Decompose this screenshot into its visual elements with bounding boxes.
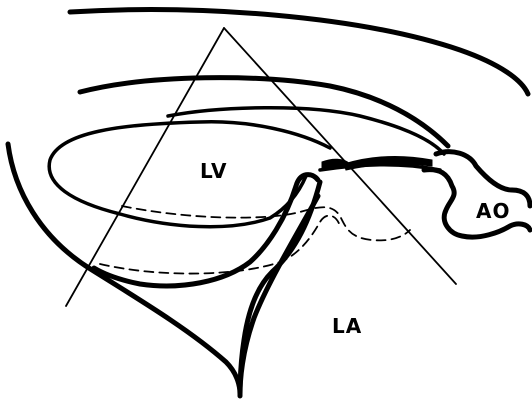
chest-wall-line — [67, 7, 531, 97]
right-ventricle-wall — [77, 75, 451, 149]
left-ventricle-outline — [47, 120, 332, 229]
posterior-mitral-leaflet — [91, 172, 321, 289]
left-atrium-outline — [5, 141, 321, 397]
aortic-valve-cusp — [343, 156, 433, 171]
septum-upper-border — [166, 106, 446, 156]
ultrasound-sector-left-edge — [65, 27, 225, 307]
posterior-wall-dashed-upper — [121, 205, 411, 242]
label-left-atrium: LA — [332, 314, 362, 338]
label-left-ventricle: LV — [200, 159, 227, 183]
ultrasound-sector-right-edge — [223, 27, 457, 285]
label-aorta: AO — [476, 199, 510, 223]
posterior-wall-line — [237, 179, 323, 399]
aortic-root-outline — [421, 149, 532, 240]
